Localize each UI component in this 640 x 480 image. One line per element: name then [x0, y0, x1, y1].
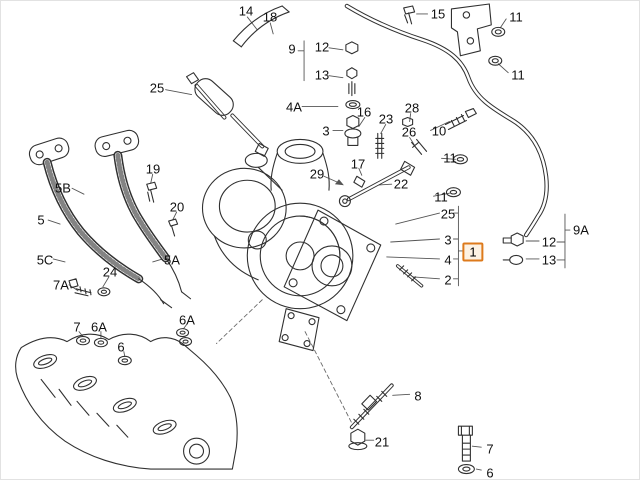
part-label-7[interactable]: 7	[486, 441, 494, 457]
oil-feed-filter-line	[186, 72, 269, 157]
part-label-5[interactable]: 5	[37, 212, 45, 228]
part-label-19[interactable]: 19	[145, 161, 161, 177]
part-label-17[interactable]: 17	[350, 156, 366, 172]
left-fasteners	[68, 181, 193, 366]
part-label-14[interactable]: 14	[238, 3, 254, 19]
part-label-16[interactable]: 16	[356, 104, 372, 120]
part-label-25[interactable]: 25	[440, 206, 456, 222]
part-label-10[interactable]: 10	[431, 123, 447, 139]
construction-lines	[215, 299, 353, 424]
braided-oil-hoses	[42, 150, 192, 309]
breather-hose	[232, 5, 290, 48]
part-label-3[interactable]: 3	[444, 232, 452, 248]
part-label-4A[interactable]: 4A	[286, 99, 302, 115]
coolant-pipe	[344, 3, 549, 238]
part-label-6[interactable]: 6	[486, 465, 494, 480]
part-label-9[interactable]: 9	[288, 41, 296, 57]
part-label-12[interactable]: 12	[314, 39, 330, 55]
part-label-11[interactable]: 11	[509, 9, 523, 25]
part-label-5C[interactable]: 5C	[36, 252, 54, 268]
part-label-24[interactable]: 24	[102, 264, 118, 280]
turbocharger	[201, 138, 382, 352]
part-label-28[interactable]: 28	[404, 100, 420, 116]
part-label-22[interactable]: 22	[393, 176, 409, 192]
washers-11-top	[488, 26, 506, 66]
part-label-23[interactable]: 23	[378, 111, 394, 127]
leader-lines	[47, 13, 571, 471]
part-label-11[interactable]: 11	[511, 67, 525, 83]
stud-2	[395, 264, 424, 288]
part-label-29[interactable]: 29	[309, 166, 325, 182]
part-label-8[interactable]: 8	[414, 388, 422, 404]
part-label-13[interactable]: 13	[541, 252, 557, 268]
bolt-15-icon	[403, 5, 416, 25]
part-label-12[interactable]: 12	[541, 234, 557, 250]
bottom-fasteners	[348, 383, 475, 475]
part-label-7[interactable]: 7	[73, 319, 81, 335]
part-label-13[interactable]: 13	[314, 67, 330, 83]
oil-supply-pipe	[338, 160, 416, 208]
part-label-1[interactable]: 1	[462, 242, 484, 262]
part-label-21[interactable]: 21	[374, 434, 390, 450]
part-label-6A[interactable]: 6A	[91, 319, 107, 335]
part-label-18[interactable]: 18	[262, 9, 278, 25]
part-label-5A[interactable]: 5A	[164, 252, 180, 268]
part-label-20[interactable]: 20	[169, 199, 185, 215]
oil-return-flanges	[28, 129, 140, 166]
part-label-25[interactable]: 25	[149, 80, 165, 96]
part-label-6[interactable]: 6	[117, 339, 125, 355]
part-label-11[interactable]: 11	[443, 150, 457, 166]
part-label-6A[interactable]: 6A	[179, 312, 195, 328]
part-label-5B[interactable]: 5B	[55, 180, 71, 196]
exhaust-manifold	[15, 333, 238, 470]
right-fittings	[502, 232, 524, 265]
mounting-bracket	[450, 3, 492, 57]
part-label-15[interactable]: 15	[430, 6, 446, 22]
stud-nut-cluster	[375, 108, 477, 198]
part-label-7A[interactable]: 7A	[53, 277, 69, 293]
banjo-bolt-stack	[344, 41, 362, 146]
part-label-26[interactable]: 26	[401, 124, 417, 140]
part-label-4[interactable]: 4	[444, 252, 452, 268]
part-label-9A[interactable]: 9A	[573, 222, 589, 238]
part-label-3[interactable]: 3	[322, 123, 330, 139]
part-label-2[interactable]: 2	[444, 272, 452, 288]
part-label-11[interactable]: 11	[434, 189, 448, 205]
